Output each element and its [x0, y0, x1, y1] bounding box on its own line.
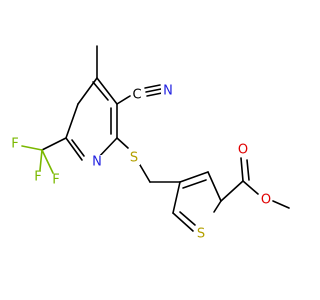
bond	[96, 77, 118, 105]
bond	[207, 171, 222, 202]
bond	[179, 171, 209, 183]
nitrile-carbon-label: C	[132, 88, 141, 103]
triple-bond-3	[146, 92, 163, 97]
fluorine-label-1: F	[11, 137, 18, 152]
bond	[172, 212, 194, 232]
cf3-bond	[41, 137, 67, 151]
bond	[172, 181, 181, 214]
bond	[65, 137, 83, 161]
o-methyl-bond	[272, 200, 290, 209]
nitrile-nitrogen-label: N	[163, 84, 173, 99]
c-f-bond	[39, 149, 43, 171]
bond	[213, 200, 222, 213]
c-f-bond	[21, 145, 43, 151]
c-c-ester-bond	[220, 180, 244, 202]
triple-bond-1	[145, 88, 162, 93]
c-o-bond	[242, 180, 259, 195]
pyridine-ring	[65, 77, 118, 161]
molecule-diagram: N C N S S O O F F F	[11, 45, 290, 242]
triple-bond-2	[144, 84, 161, 89]
thiophene-ring	[172, 171, 222, 232]
s-ch2-bond	[139, 164, 151, 183]
fluorine-label-2: F	[34, 170, 41, 185]
bond-double-inner	[92, 81, 109, 101]
c-s-bond	[116, 137, 129, 149]
ring-nitrogen-label: N	[92, 155, 102, 170]
carbonyl-oxygen-label: O	[238, 143, 248, 158]
bond	[77, 77, 98, 105]
c-o-double-bond-2	[246, 159, 250, 181]
c-o-double-bond	[240, 157, 244, 182]
thioether-sulfur-label: S	[130, 151, 138, 166]
structure-svg: N C N S S O O F F F	[11, 45, 290, 242]
bond-double-inner	[182, 179, 207, 189]
thiophene-sulfur-label: S	[197, 227, 205, 242]
fluorine-label-3: F	[52, 173, 59, 188]
bond-double-inner	[179, 211, 196, 226]
nitrile-bond	[116, 95, 131, 105]
c-f-bond	[41, 149, 54, 174]
ester-oxygen-label: O	[261, 193, 271, 208]
bond-double-inner	[71, 139, 85, 157]
bond	[65, 103, 79, 139]
